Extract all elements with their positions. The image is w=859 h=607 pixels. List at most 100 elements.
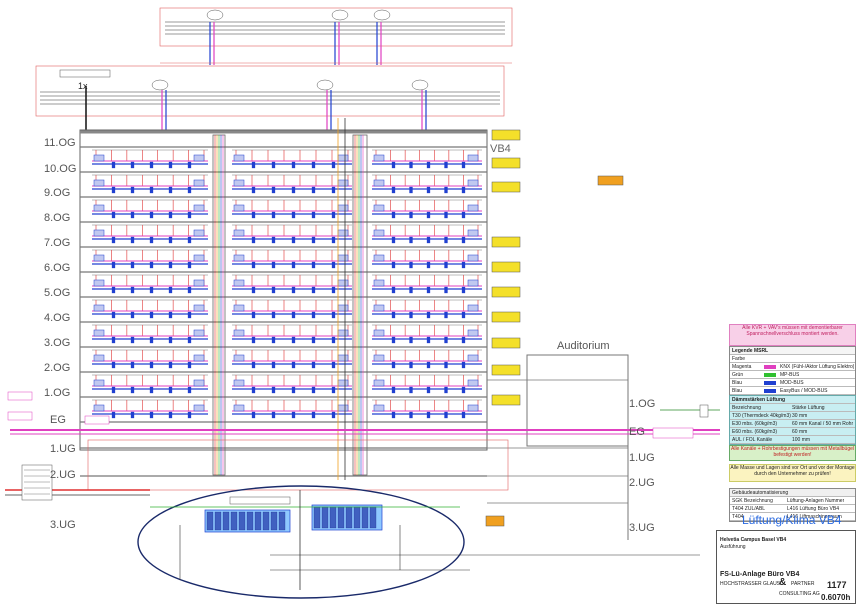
controller-block (331, 361, 336, 369)
controller-block (111, 186, 116, 194)
controller-block (130, 336, 135, 344)
controller-block (331, 386, 336, 394)
controller-block (168, 411, 173, 419)
plan-number: 1177 (827, 580, 847, 590)
vav-box (193, 229, 205, 237)
yellow-tag (491, 364, 521, 376)
vav-box (193, 329, 205, 337)
vav-box (93, 279, 105, 287)
controller-block (130, 161, 135, 169)
controller-block (187, 311, 192, 319)
controller-block (187, 411, 192, 419)
vav-box (233, 279, 245, 287)
vav-box (337, 254, 349, 262)
controller-block (311, 161, 316, 169)
ahu-section (270, 511, 278, 531)
controller-block (271, 186, 276, 194)
legend-msrl-title: Legende MSRL (732, 347, 769, 354)
controller-block (168, 211, 173, 219)
ahu-label-box (229, 496, 291, 505)
controller-block (331, 286, 336, 294)
insulation-cell: Stärke Lüftung (792, 404, 825, 411)
company-line3: CONSULTING AG (779, 591, 820, 597)
legend-msrl-header: Farbe (732, 355, 746, 362)
legend-label: KNX (Fühl-/Aktor Lüftung Elektro) (780, 363, 855, 370)
controller-block (111, 236, 116, 244)
controller-block (111, 286, 116, 294)
insulation-row: E30 mbs. (60kg/m3)60 mm Kanal / 50 mm Ro… (730, 420, 855, 428)
floor-label-left: 1.OG (44, 387, 71, 399)
controller-block (461, 311, 466, 319)
ahu-section (206, 511, 214, 531)
vav-box (233, 254, 245, 262)
vav-box (373, 404, 385, 412)
controller-block (461, 161, 466, 169)
ahu-section (369, 506, 377, 529)
ahu-section (278, 511, 286, 531)
controller-block (111, 336, 116, 344)
legend-color-name: Magenta (732, 363, 752, 370)
company-line1: HOCHSTRASSER GLAUS (720, 581, 781, 587)
building-label: VB4 (490, 143, 511, 155)
vav-box (467, 154, 479, 162)
fan-symbol (316, 79, 334, 91)
label-tag (7, 391, 33, 401)
controller-block (168, 186, 173, 194)
vav-box (93, 404, 105, 412)
label-tag (7, 411, 33, 421)
controller-block (426, 336, 431, 344)
controller-block (444, 186, 448, 194)
vav-box (337, 229, 349, 237)
vav-box (193, 279, 205, 287)
controller-block (187, 261, 192, 269)
controller-block (251, 161, 256, 169)
controller-block (271, 386, 276, 394)
controller-block (291, 236, 296, 244)
controller-block (409, 211, 413, 219)
controller-block (111, 386, 116, 394)
insulation-cell: E60 mbs. (60kg/m3) (732, 428, 778, 435)
insulation-cell: 30 mm (792, 412, 808, 419)
controller-block (444, 336, 448, 344)
ahu-section (353, 506, 361, 529)
vav-box (373, 329, 385, 337)
controller-block (187, 361, 192, 369)
controller-block (187, 211, 192, 219)
controller-block (149, 311, 154, 319)
controller-block (111, 211, 116, 219)
controller-block (291, 261, 296, 269)
vav-box (373, 154, 385, 162)
vav-box (467, 404, 479, 412)
controller-block (391, 211, 396, 219)
machine-room-frame (35, 65, 505, 117)
controller-block (130, 311, 135, 319)
floor-label-left: 7.OG (44, 237, 71, 249)
floor-label-right: 1.OG (629, 398, 656, 410)
plan-id: 0.6070h (821, 593, 851, 602)
controller-block (271, 161, 276, 169)
vav-box (233, 229, 245, 237)
orange-tag (597, 175, 624, 186)
controller-block (130, 261, 135, 269)
vav-box (193, 179, 205, 187)
controller-block (271, 286, 276, 294)
controller-block (461, 236, 466, 244)
controller-block (409, 236, 413, 244)
controller-block (426, 386, 431, 394)
top-counter: 1x (78, 81, 88, 91)
controller-block (251, 286, 256, 294)
auditorium-outline (526, 354, 629, 447)
controller-block (168, 386, 173, 394)
controller-block (149, 211, 154, 219)
company-line2: PARTNER (791, 581, 815, 587)
automation-cell: Lüftung-Anlagen Nummer (787, 497, 845, 504)
controller-block (187, 161, 192, 169)
insulation-cell: E30 mbs. (60kg/m3) (732, 420, 778, 427)
legend-color-name: Grün (732, 371, 744, 378)
controller-block (149, 386, 154, 394)
yellow-tag (491, 157, 521, 169)
controller-block (130, 411, 135, 419)
controller-block (271, 361, 276, 369)
